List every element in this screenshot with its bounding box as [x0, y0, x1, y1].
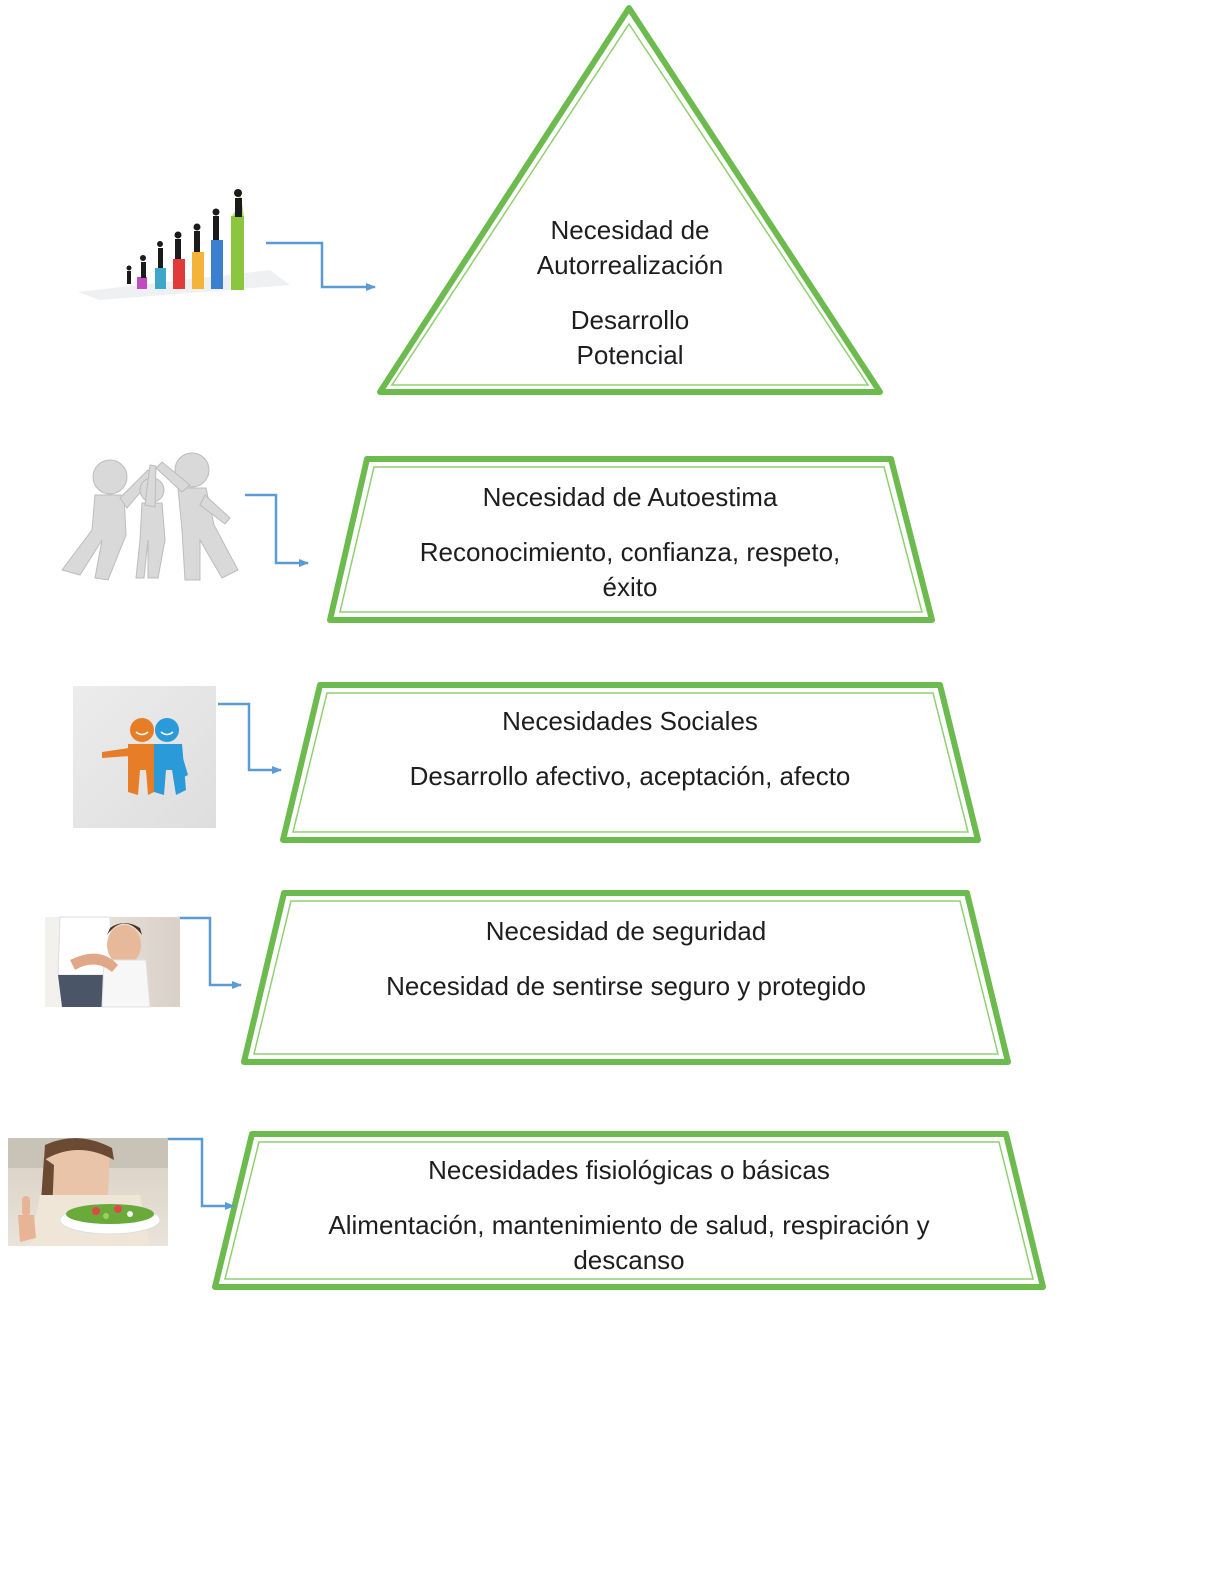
tier-desc-line: Necesidad de sentirse seguro y protegido [386, 971, 866, 1001]
woman-with-salad-bowl-photo [8, 1138, 168, 1246]
3d-figures-high-five-icon [61, 452, 239, 581]
tier-physiological-shape [212, 1131, 1046, 1290]
parent-hugging-child-photo [45, 916, 180, 1008]
tier-desc-line: Alimentación, mantenimiento de salud, re… [328, 1210, 930, 1240]
tier-desc-line: Potencial [576, 340, 684, 370]
tier-desc-line: Desarrollo afectivo, aceptación, afecto [409, 761, 851, 791]
tier-self-actualization-text: Necesidad de Autorrealización Desarrollo… [470, 213, 790, 373]
tier-social-shape [280, 682, 981, 843]
arrow-connector-esteem [245, 493, 309, 567]
tier-safety-shape [241, 890, 1011, 1065]
tier-self-actualization-shape [377, 5, 883, 395]
tier-esteem-shape [327, 456, 935, 623]
tier-title-line: Necesidad de [550, 215, 710, 245]
tier-title-line: Necesidades Sociales [502, 706, 758, 736]
tier-safety-text: Necesidad de seguridad Necesidad de sent… [300, 914, 952, 1004]
arrow-connector-social [218, 702, 282, 774]
tier-physiological-text: Necesidades fisiológicas o básicas Alime… [270, 1153, 988, 1278]
tier-title-line: Necesidades fisiológicas o básicas [428, 1155, 830, 1185]
tier-social-text: Necesidades Sociales Desarrollo afectivo… [330, 704, 930, 794]
growth-bar-chart-people-icon [78, 189, 290, 300]
two-friends-embracing-icon [73, 686, 216, 828]
arrow-connector-self-actualization [266, 241, 376, 291]
arrow-connector-physiological [167, 1137, 235, 1210]
tier-esteem-text: Necesidad de Autoestima Reconocimiento, … [380, 480, 880, 605]
tier-desc-line: éxito [602, 572, 658, 602]
tier-title-line: Necesidad de Autoestima [482, 482, 778, 512]
arrow-connector-safety [178, 916, 242, 989]
tier-desc-line: descanso [573, 1245, 685, 1275]
tier-desc-line: Desarrollo [570, 305, 690, 335]
tier-desc-line: Reconocimiento, confianza, respeto, [419, 537, 841, 567]
tier-title-line: Necesidad de seguridad [485, 916, 767, 946]
tier-title-line: Autorrealización [536, 250, 724, 280]
